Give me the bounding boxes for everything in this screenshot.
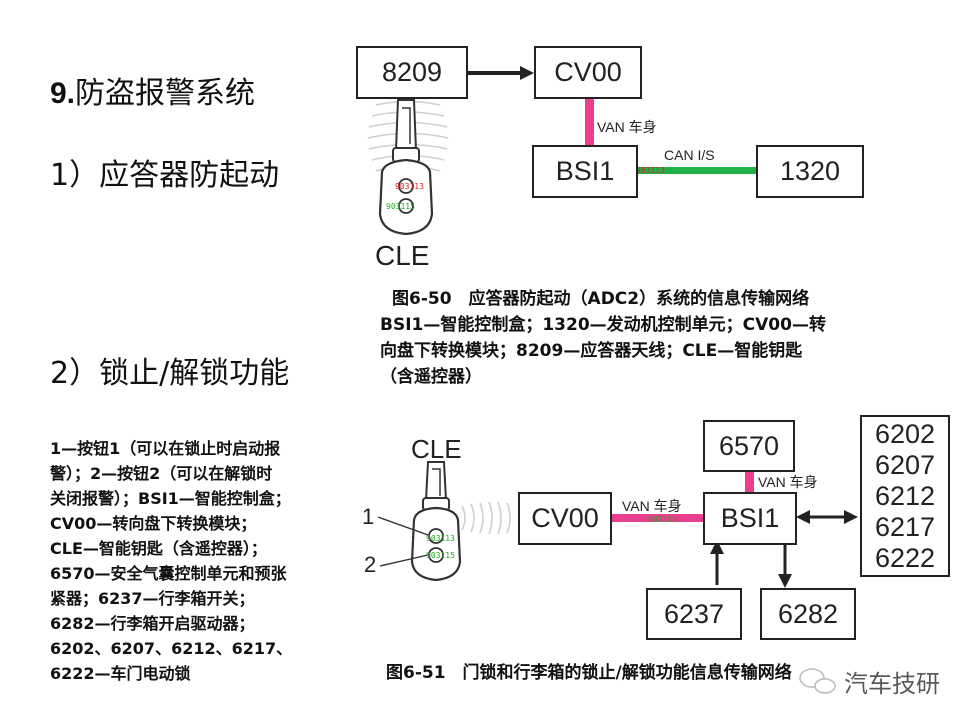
watermark-text: 汽车技研: [840, 664, 944, 699]
legend-line: 6570—安全气囊控制单元和预张: [50, 564, 287, 583]
key-mark-2-fig2: 903115: [426, 551, 455, 560]
wechat-icon: [799, 668, 836, 694]
key-mark-1-fig1: 903113: [395, 182, 424, 191]
box-6570-airbag: 6570: [703, 420, 795, 472]
smart-key-icon: [378, 99, 434, 236]
leader-button-1: [377, 516, 429, 536]
legend-line: CV00—转向盘下转换模块；: [50, 514, 257, 533]
caption-6-50-line4: （含遥控器）: [380, 367, 482, 387]
box-1320-engine-ecu: 1320: [756, 145, 864, 198]
van-label-fig1: VAN 车身: [597, 119, 657, 135]
button-2-label: 2: [364, 552, 377, 577]
caption-6-50-line2: BSI1—智能控制盒；1320—发动机控制单元；CV00—转: [380, 315, 826, 335]
radio-waves-fig2: [461, 501, 511, 535]
legend-line: 警）；2—按钮2（可以在解锁时: [50, 464, 273, 483]
section-number: 9.: [50, 77, 76, 110]
box-6237-trunk-switch: 6237: [646, 588, 742, 640]
box-cv00: CV00: [534, 46, 642, 99]
caption-6-50-line3: 向盘下转换模块；8209—应答器天线；CLE—智能钥匙: [380, 341, 803, 361]
legend-line: 紧器；6237—行李箱开关；: [50, 589, 255, 608]
door-lock-6202: 6202: [874, 418, 936, 449]
door-lock-6212: 6212: [874, 480, 936, 511]
key-mark-2-fig1: 903115: [386, 202, 415, 211]
smart-key-icon-fig2: [410, 461, 462, 582]
legend-line: 关闭报警）；BSI1—智能控制盒；: [50, 489, 291, 508]
link-mark-fig2: 903113: [648, 515, 677, 524]
legend-line: 1—按钮1（可以在锁止时启动报: [50, 439, 281, 458]
van-link-fig1: [585, 96, 594, 147]
arrow-head-cv00: [520, 66, 534, 80]
box-8209-antenna: 8209: [356, 46, 468, 99]
button-1-label: 1: [362, 504, 375, 529]
subtitle-immobilizer: 1）应答器防起动: [50, 158, 280, 193]
van-link-fig2-left: [611, 514, 705, 522]
legend-line: 6202、6207、6212、6217、: [50, 639, 293, 658]
box-bsi1-fig2: BSI1: [703, 492, 797, 545]
legend-line: CLE—智能钥匙（含遥控器）；: [50, 539, 267, 558]
subtitle-lock-unlock: 2）锁止/解锁功能: [50, 356, 290, 391]
leader-button-2: [379, 554, 429, 567]
section-title-text: 防盗报警系统: [75, 76, 256, 111]
door-lock-6217: 6217: [874, 511, 936, 542]
box-bsi1: BSI1: [532, 145, 638, 198]
link-mark-fig1: 903113: [636, 166, 665, 175]
van-link-fig2-top: [745, 470, 754, 494]
legend-fig-6-51: 1—按钮1（可以在锁止时启动报 警）；2—按钮2（可以在解锁时 关闭报警）；BS…: [50, 436, 370, 686]
box-6282-trunk-actuator: 6282: [760, 588, 856, 640]
legend-line: 6222—车门电动锁: [50, 664, 191, 683]
caption-6-50-title: 图6-50 应答器防起动（ADC2）系统的信息传输网络: [392, 289, 810, 309]
can-link-fig1: [636, 167, 758, 174]
door-lock-6222: 6222: [874, 542, 936, 573]
box-door-locks: 6202 6207 6212 6217 6222: [860, 415, 950, 577]
key-label-cle-fig2: CLE: [411, 434, 462, 464]
legend-line: 6282—行李箱开启驱动器；: [50, 614, 255, 633]
section-title: 9.防盗报警系统: [50, 68, 255, 112]
key-label-cle-fig1: CLE: [375, 240, 430, 271]
caption-fig-6-50: 图6-50 应答器防起动（ADC2）系统的信息传输网络 BSI1—智能控制盒；1…: [380, 286, 940, 390]
can-label-fig1: CAN I/S: [664, 147, 715, 163]
door-lock-6207: 6207: [874, 449, 936, 480]
key-mark-1-fig2: 903113: [426, 534, 455, 543]
van-label-left-fig2: VAN 车身: [622, 498, 682, 514]
van-label-top-fig2: VAN 车身: [758, 474, 818, 490]
caption-fig-6-51: 图6-51 门锁和行李箱的锁止/解锁功能信息传输网络: [386, 663, 792, 683]
box-cv00-fig2: CV00: [518, 492, 612, 545]
